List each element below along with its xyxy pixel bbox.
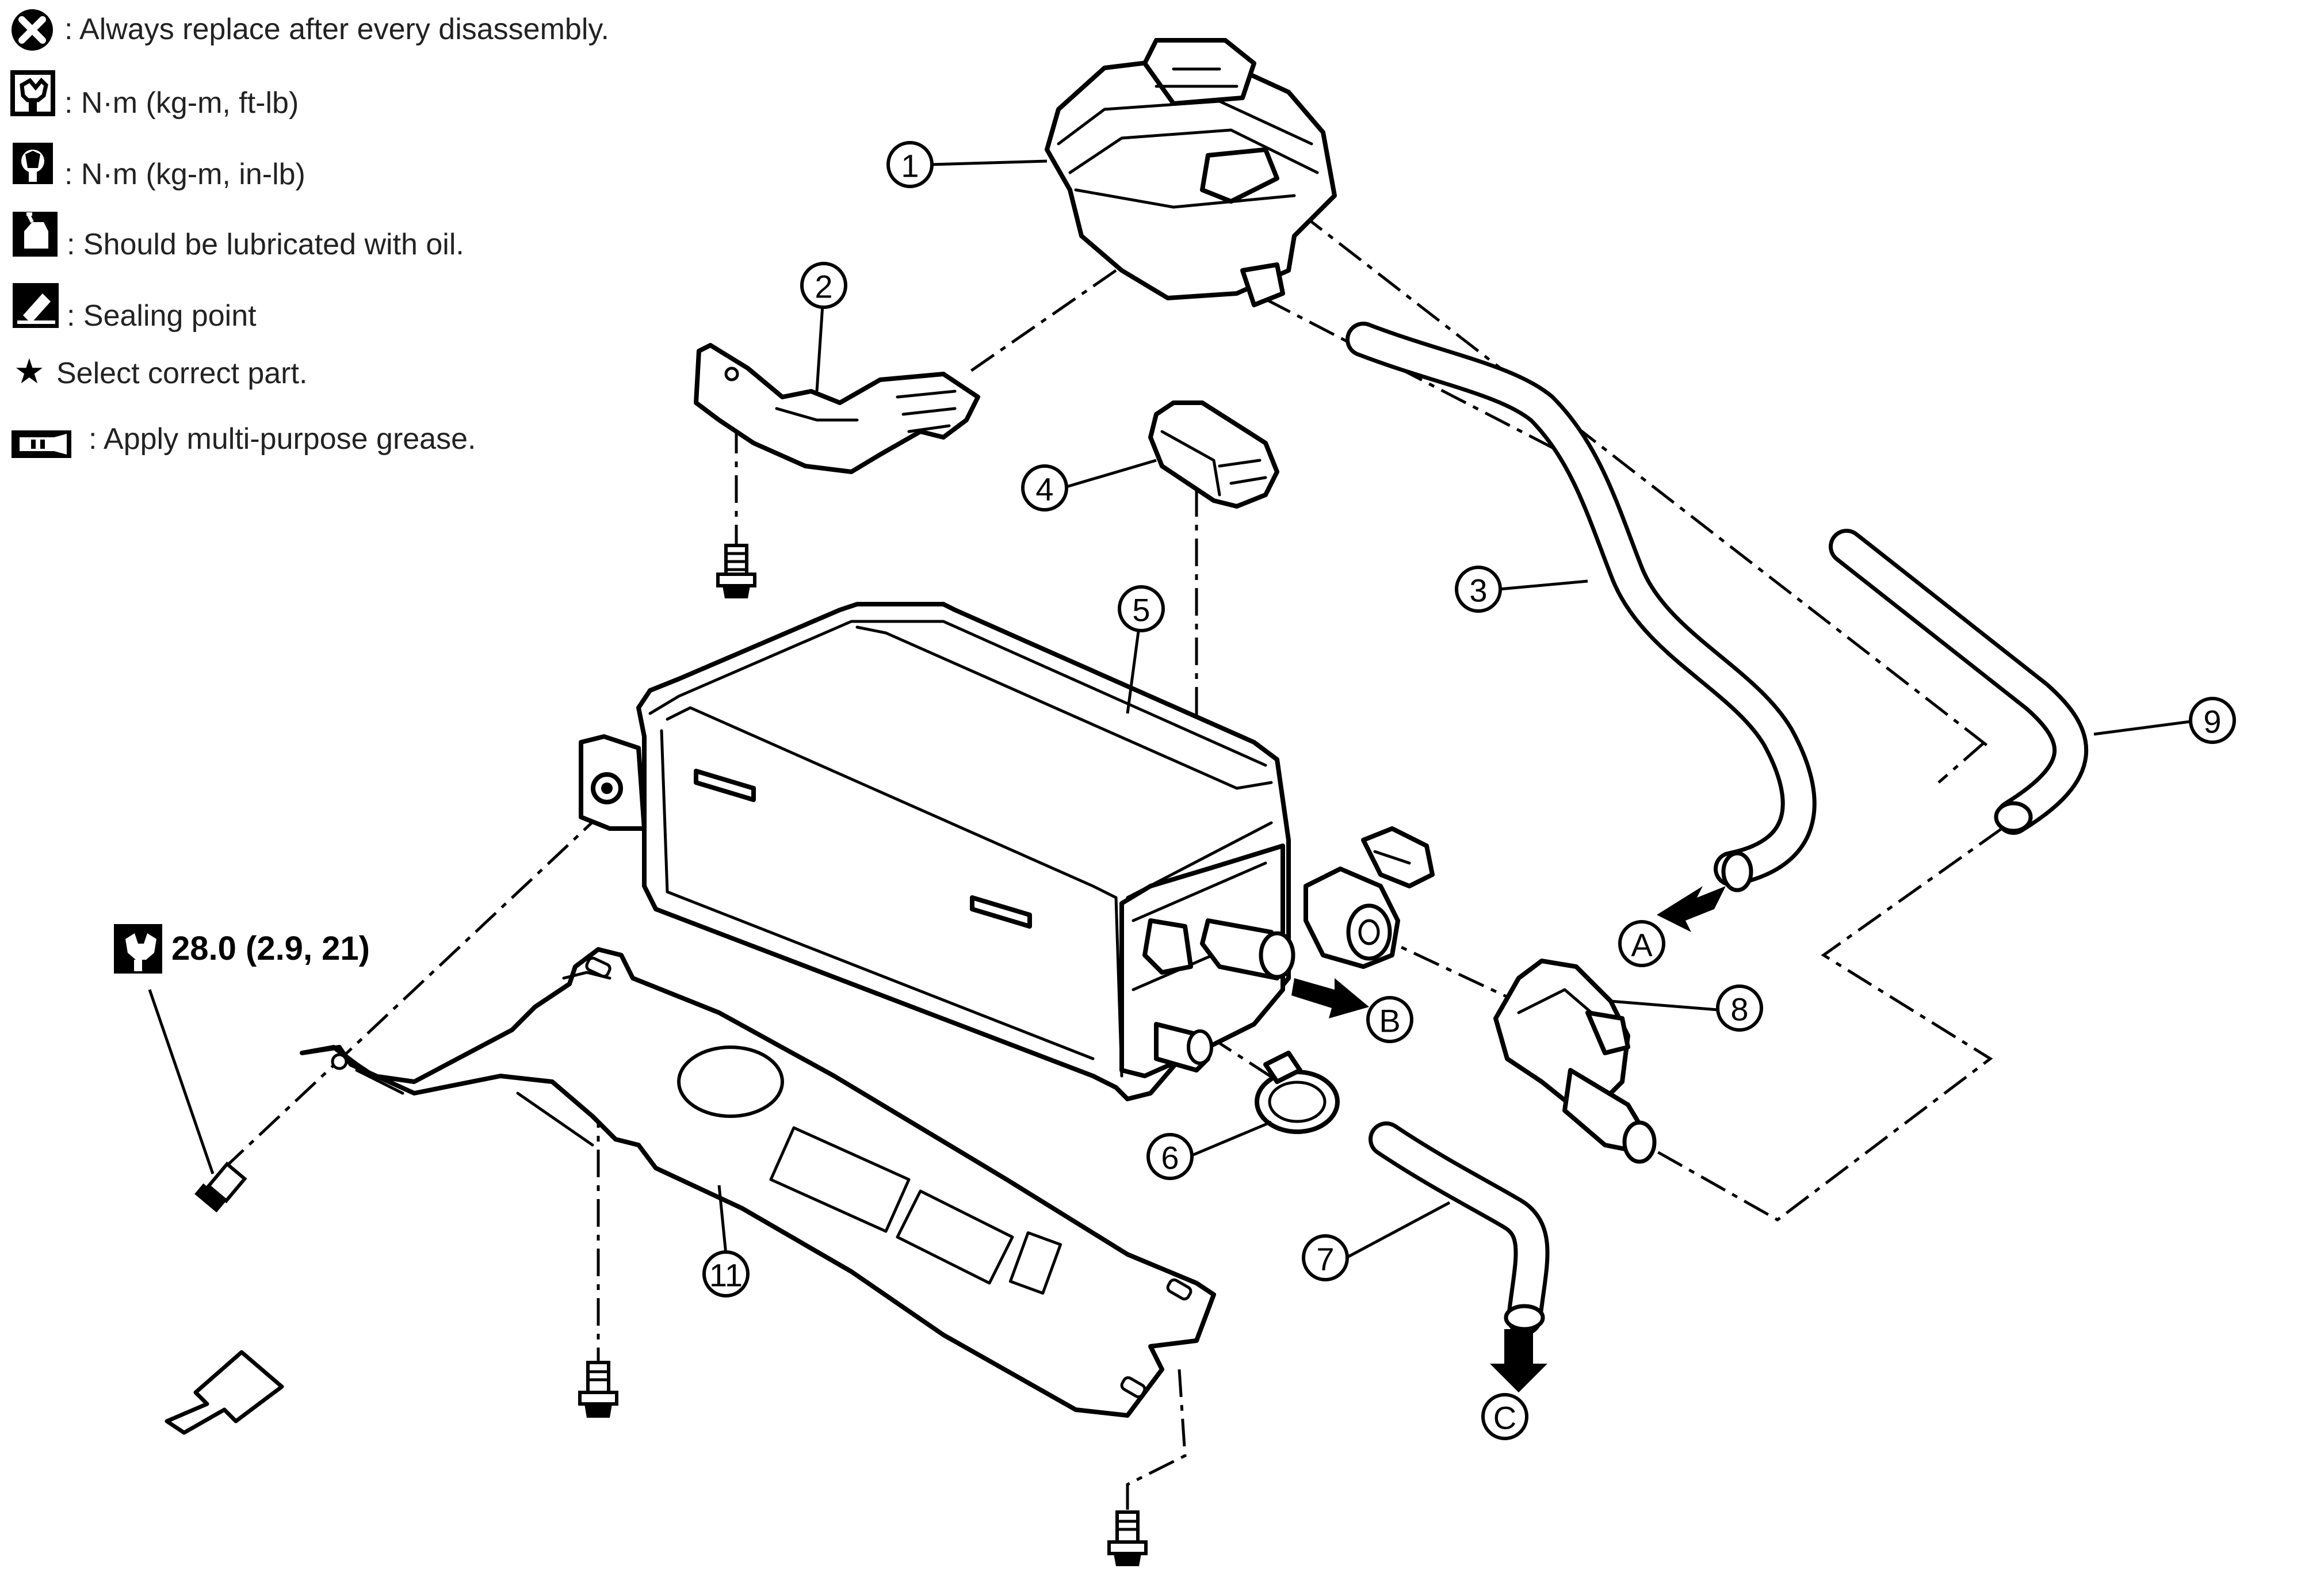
legend-text: : N·m (kg-m, ft-lb) — [64, 86, 299, 120]
callout-11: 11 — [702, 1250, 750, 1297]
torque-wrench-ftlb-icon — [10, 70, 55, 116]
torque-spec: 28.0 (2.9, 21) — [114, 924, 370, 974]
svg-text:A: A — [1631, 927, 1653, 963]
svg-text:5: 5 — [1132, 592, 1150, 628]
callout-4: 4 — [1021, 464, 1068, 512]
callout-8: 8 — [1716, 984, 1763, 1032]
legend: : Always replace after every disassembly… — [10, 9, 609, 458]
callout-6: 6 — [1146, 1133, 1194, 1180]
sealing-point-icon — [13, 283, 59, 328]
grease-gun-icon — [12, 430, 71, 458]
part-7-hose — [1369, 1121, 1550, 1335]
callout-3: 3 — [1455, 566, 1502, 613]
svg-text:11: 11 — [709, 1257, 743, 1293]
callout-9: 9 — [2189, 697, 2236, 744]
arrow-to-A-icon — [1657, 886, 1726, 932]
legend-text: Select correct part. — [56, 357, 307, 390]
bolt-left — [194, 1161, 247, 1213]
bolt-bottom-right — [1107, 1510, 1148, 1566]
legend-row-oil: : Should be lubricated with oil. — [13, 212, 464, 261]
svg-text:9: 9 — [2203, 704, 2221, 740]
connection-point-A: A — [1618, 920, 1665, 967]
part-9-hose — [1829, 529, 2089, 835]
front-direction-arrow-icon — [165, 1350, 284, 1435]
svg-text:6: 6 — [1161, 1140, 1179, 1176]
callout-1: 1 — [886, 141, 934, 188]
svg-text:1: 1 — [901, 148, 919, 184]
connection-point-C: C — [1481, 1393, 1528, 1440]
legend-text: : Should be lubricated with oil. — [67, 228, 464, 261]
svg-text:C: C — [1493, 1400, 1516, 1436]
legend-row-sealing: : Sealing point — [13, 283, 257, 333]
connection-point-B: B — [1366, 996, 1413, 1043]
part-8-valve — [1493, 959, 1657, 1164]
part-1-filter-assembly — [1045, 38, 1337, 307]
legend-row-torque-inlb: : N·m (kg-m, in-lb) — [13, 143, 305, 191]
arrow-to-C-icon — [1490, 1329, 1547, 1392]
connection-points: A B C — [1366, 920, 1665, 1440]
torque-wrench-ftlb-icon — [114, 924, 162, 974]
alignment-lines — [223, 212, 2003, 1531]
oil-can-icon — [13, 212, 58, 257]
legend-text: : Apply multi-purpose grease. — [89, 422, 476, 456]
legend-row-replace: : Always replace after every disassembly… — [12, 9, 609, 51]
legend-text: : Always replace after every disassembly… — [64, 13, 609, 46]
callouts: 1 2 4 5 3 9 8 6 7 11 — [702, 141, 2236, 1297]
svg-text:2: 2 — [815, 269, 832, 305]
part-4-cap — [1148, 400, 1279, 509]
svg-text:4: 4 — [1035, 471, 1053, 507]
arrow-to-B-icon — [1291, 978, 1369, 1018]
legend-text: : Sealing point — [67, 299, 257, 333]
star-icon: ★ — [14, 352, 45, 391]
bolt-bottom-left — [578, 1361, 618, 1418]
callout-5: 5 — [1118, 585, 1165, 632]
leader-lines — [148, 159, 2191, 1259]
svg-text:3: 3 — [1469, 573, 1487, 609]
callout-2: 2 — [800, 262, 847, 309]
callout-7: 7 — [1302, 1234, 1349, 1281]
torque-wrench-inlb-icon — [13, 143, 53, 184]
part-5-evap-canister — [579, 602, 1435, 1101]
circle-x-icon — [12, 9, 53, 51]
legend-text: : N·m (kg-m, in-lb) — [64, 158, 305, 191]
part-2-bracket — [694, 343, 980, 474]
bolt-part-2 — [716, 544, 756, 598]
svg-text:7: 7 — [1316, 1241, 1334, 1277]
arrows — [165, 886, 1726, 1435]
svg-text:8: 8 — [1730, 991, 1748, 1028]
part-6-clamp — [1255, 1051, 1340, 1134]
svg-text:B: B — [1379, 1003, 1400, 1039]
legend-row-grease: : Apply multi-purpose grease. — [12, 422, 476, 458]
legend-row-select-part: ★ Select correct part. — [14, 352, 307, 391]
torque-value: 28.0 (2.9, 21) — [171, 930, 370, 967]
legend-row-torque-ftlb: : N·m (kg-m, ft-lb) — [10, 70, 299, 120]
part-11-protector — [300, 947, 1216, 1418]
part-3-hose — [1346, 322, 1817, 892]
